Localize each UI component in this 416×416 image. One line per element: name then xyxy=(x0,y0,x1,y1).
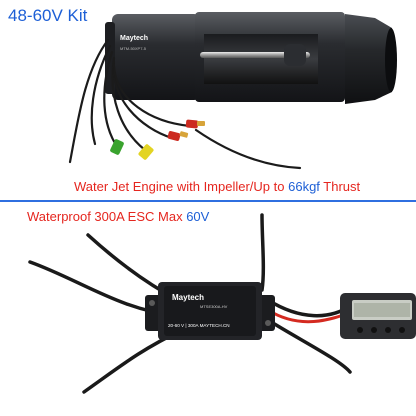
section-divider xyxy=(0,200,416,202)
esc-caption: Waterproof 300A ESC Max 60V xyxy=(27,209,209,224)
esc-brand-text: Maytech xyxy=(172,293,204,302)
kit-label: 48-60V Kit xyxy=(8,6,88,25)
esc-controller-icon: Maytech MTSE300A-HV 20-60 V | 300A MAYTE… xyxy=(145,282,275,340)
engine-caption-prefix: Water Jet Engine with Impeller/Up to xyxy=(74,179,289,194)
esc-caption-prefix: Waterproof 300A ESC Max xyxy=(27,209,187,224)
esc-caption-value: 60V xyxy=(186,209,210,224)
water-jet-engine-icon: Maytech MTM-50XP7-5 xyxy=(105,12,397,104)
esc-model-text: MTSE300A-HV xyxy=(200,304,228,309)
engine-connectors xyxy=(110,119,205,160)
programming-card-icon xyxy=(340,293,416,339)
engine-wires xyxy=(68,38,302,170)
engine-model-text: MTM-50XP7-5 xyxy=(120,46,147,51)
engine-caption-value: 66kgf xyxy=(288,179,320,194)
engine-caption-suffix: Thrust xyxy=(319,179,361,194)
esc-rating-text: 20-60 V | 300A MAYTECH.CN xyxy=(168,323,230,328)
engine-caption: Water Jet Engine with Impeller/Up to 66k… xyxy=(74,179,360,194)
engine-brand-text: Maytech xyxy=(120,35,148,42)
